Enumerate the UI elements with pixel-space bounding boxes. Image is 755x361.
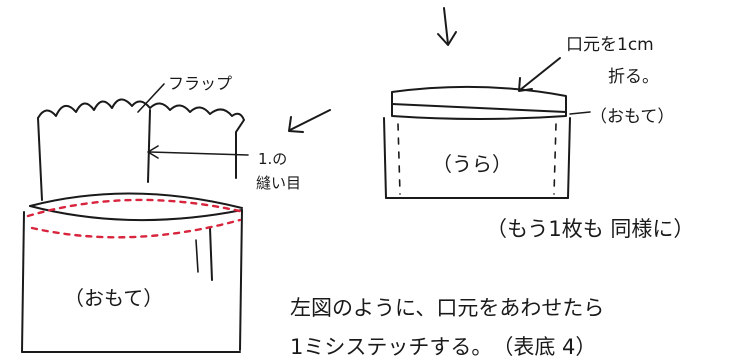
- front-right-label: （おもて）: [590, 107, 675, 127]
- diagonal-arrow: [288, 109, 331, 133]
- back-label: （うら）: [432, 152, 512, 176]
- flap-label: フラップ: [168, 74, 233, 93]
- same-note: （もう1枚も 同様に）: [486, 217, 695, 241]
- seam-arrow: [147, 145, 249, 159]
- instruction-line2: 1ミシステッチする。 （表底 4）: [290, 335, 597, 359]
- fold-instruction-line1: 口元を1cm: [566, 35, 654, 55]
- front-leader: [569, 111, 591, 115]
- down-arrow: [437, 7, 457, 46]
- lining-piece: [383, 85, 571, 199]
- bag-body: [21, 192, 243, 353]
- instruction-line1: 左図のように、口元をあわせたら: [290, 296, 605, 320]
- fold-instruction-line2: 折る。: [608, 67, 659, 87]
- flap-leader: [137, 83, 165, 113]
- seam-number-label: 1.の: [258, 150, 288, 168]
- seam-word-label: 縫い目: [256, 174, 302, 192]
- fold-arrow: [518, 57, 561, 92]
- front-bottom-label: （おもて）: [64, 286, 164, 310]
- stitch-line: [26, 198, 246, 239]
- flap-piece: [37, 98, 245, 201]
